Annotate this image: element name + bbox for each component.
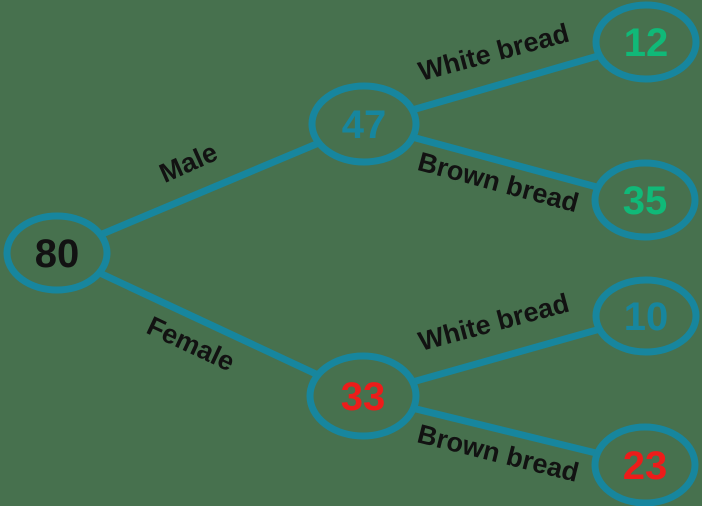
node-ellipse-female-white-bread bbox=[592, 276, 700, 356]
node-value-root: 80 bbox=[35, 232, 80, 276]
node-ellipse-male-white-bread bbox=[592, 1, 700, 83]
branch-line-male bbox=[53, 120, 368, 257]
node-value-female-brown-bread: 23 bbox=[623, 444, 668, 488]
node-ellipse-root bbox=[3, 212, 111, 294]
node-value-female-white-bread: 10 bbox=[624, 295, 669, 339]
node-value-male: 47 bbox=[342, 103, 387, 147]
node-ellipse-male bbox=[308, 82, 420, 166]
node-value-male-white-bread: 12 bbox=[624, 21, 669, 65]
node-ellipse-female bbox=[306, 352, 420, 440]
branch-line-female bbox=[53, 249, 367, 400]
node-ellipse-male-brown-bread bbox=[591, 159, 699, 241]
node-value-male-brown-bread: 35 bbox=[623, 179, 668, 223]
node-ellipse-female-brown-bread bbox=[591, 423, 699, 506]
branch-label-female: Female bbox=[142, 311, 239, 378]
branch-label-male: Male bbox=[155, 137, 222, 189]
node-value-female: 33 bbox=[341, 375, 386, 419]
branch-label-male-white-bread: White bread bbox=[415, 18, 572, 87]
